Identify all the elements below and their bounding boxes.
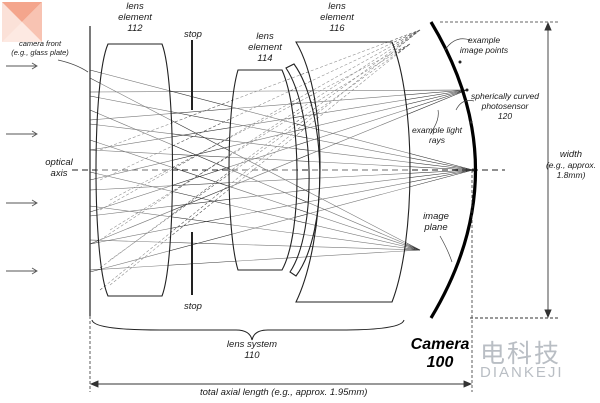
watermark-chinese: 电科技 (480, 339, 562, 368)
ray-oblique (109, 43, 411, 231)
label-width: width(e.g., approx.1.8mm) (545, 149, 597, 180)
incoming-light-arrows (6, 62, 38, 275)
ray-axial (89, 169, 474, 191)
ray-axial (89, 169, 474, 217)
ray-lower (89, 239, 421, 251)
ray-axial (89, 69, 474, 171)
annotation-leaders (429, 38, 475, 263)
ray-upper (89, 89, 468, 151)
ray-lower (89, 139, 421, 251)
total-axial-length-dimension (89, 380, 473, 388)
meniscus-element (285, 63, 321, 277)
ray-lower (89, 205, 421, 251)
watermark-logo-icon (2, 2, 42, 42)
ray-oblique (109, 43, 411, 261)
lens-element-114 (228, 69, 298, 271)
ray-lower (89, 249, 421, 271)
ray-oblique (99, 29, 421, 241)
ray-axial (89, 149, 474, 171)
ray-oblique (99, 29, 421, 269)
ray-oblique (99, 29, 421, 211)
ray-axial (89, 169, 474, 245)
label-total-axial-length: total axial length (e.g., approx. 1.95mm… (200, 387, 368, 398)
lens-element-112 (95, 43, 174, 297)
width-dimension (470, 21, 560, 319)
ray-axial (89, 169, 474, 273)
lens-element-116 (295, 41, 411, 303)
ray-oblique (99, 29, 421, 181)
ray-lower (89, 77, 421, 251)
ray-upper (89, 89, 468, 245)
watermark-latin: DIANKEJI (480, 364, 564, 381)
ray-upper (89, 89, 468, 213)
dashed-ray-bundles (99, 29, 421, 291)
label-stop-bottom: stop (184, 301, 202, 312)
ray-oblique (99, 29, 421, 151)
curved-photosensor (429, 21, 477, 319)
label-camera-front: camera front(e.g., glass plate) (11, 39, 69, 57)
ray-bundles (89, 69, 474, 273)
ray-oblique (109, 43, 411, 286)
label-stop-top: stop (184, 29, 202, 40)
ray-oblique (99, 29, 421, 291)
ray-oblique (109, 43, 411, 201)
ray-upper (89, 89, 468, 121)
lens-system-brace (91, 319, 405, 341)
camera-front-leader (57, 59, 89, 73)
